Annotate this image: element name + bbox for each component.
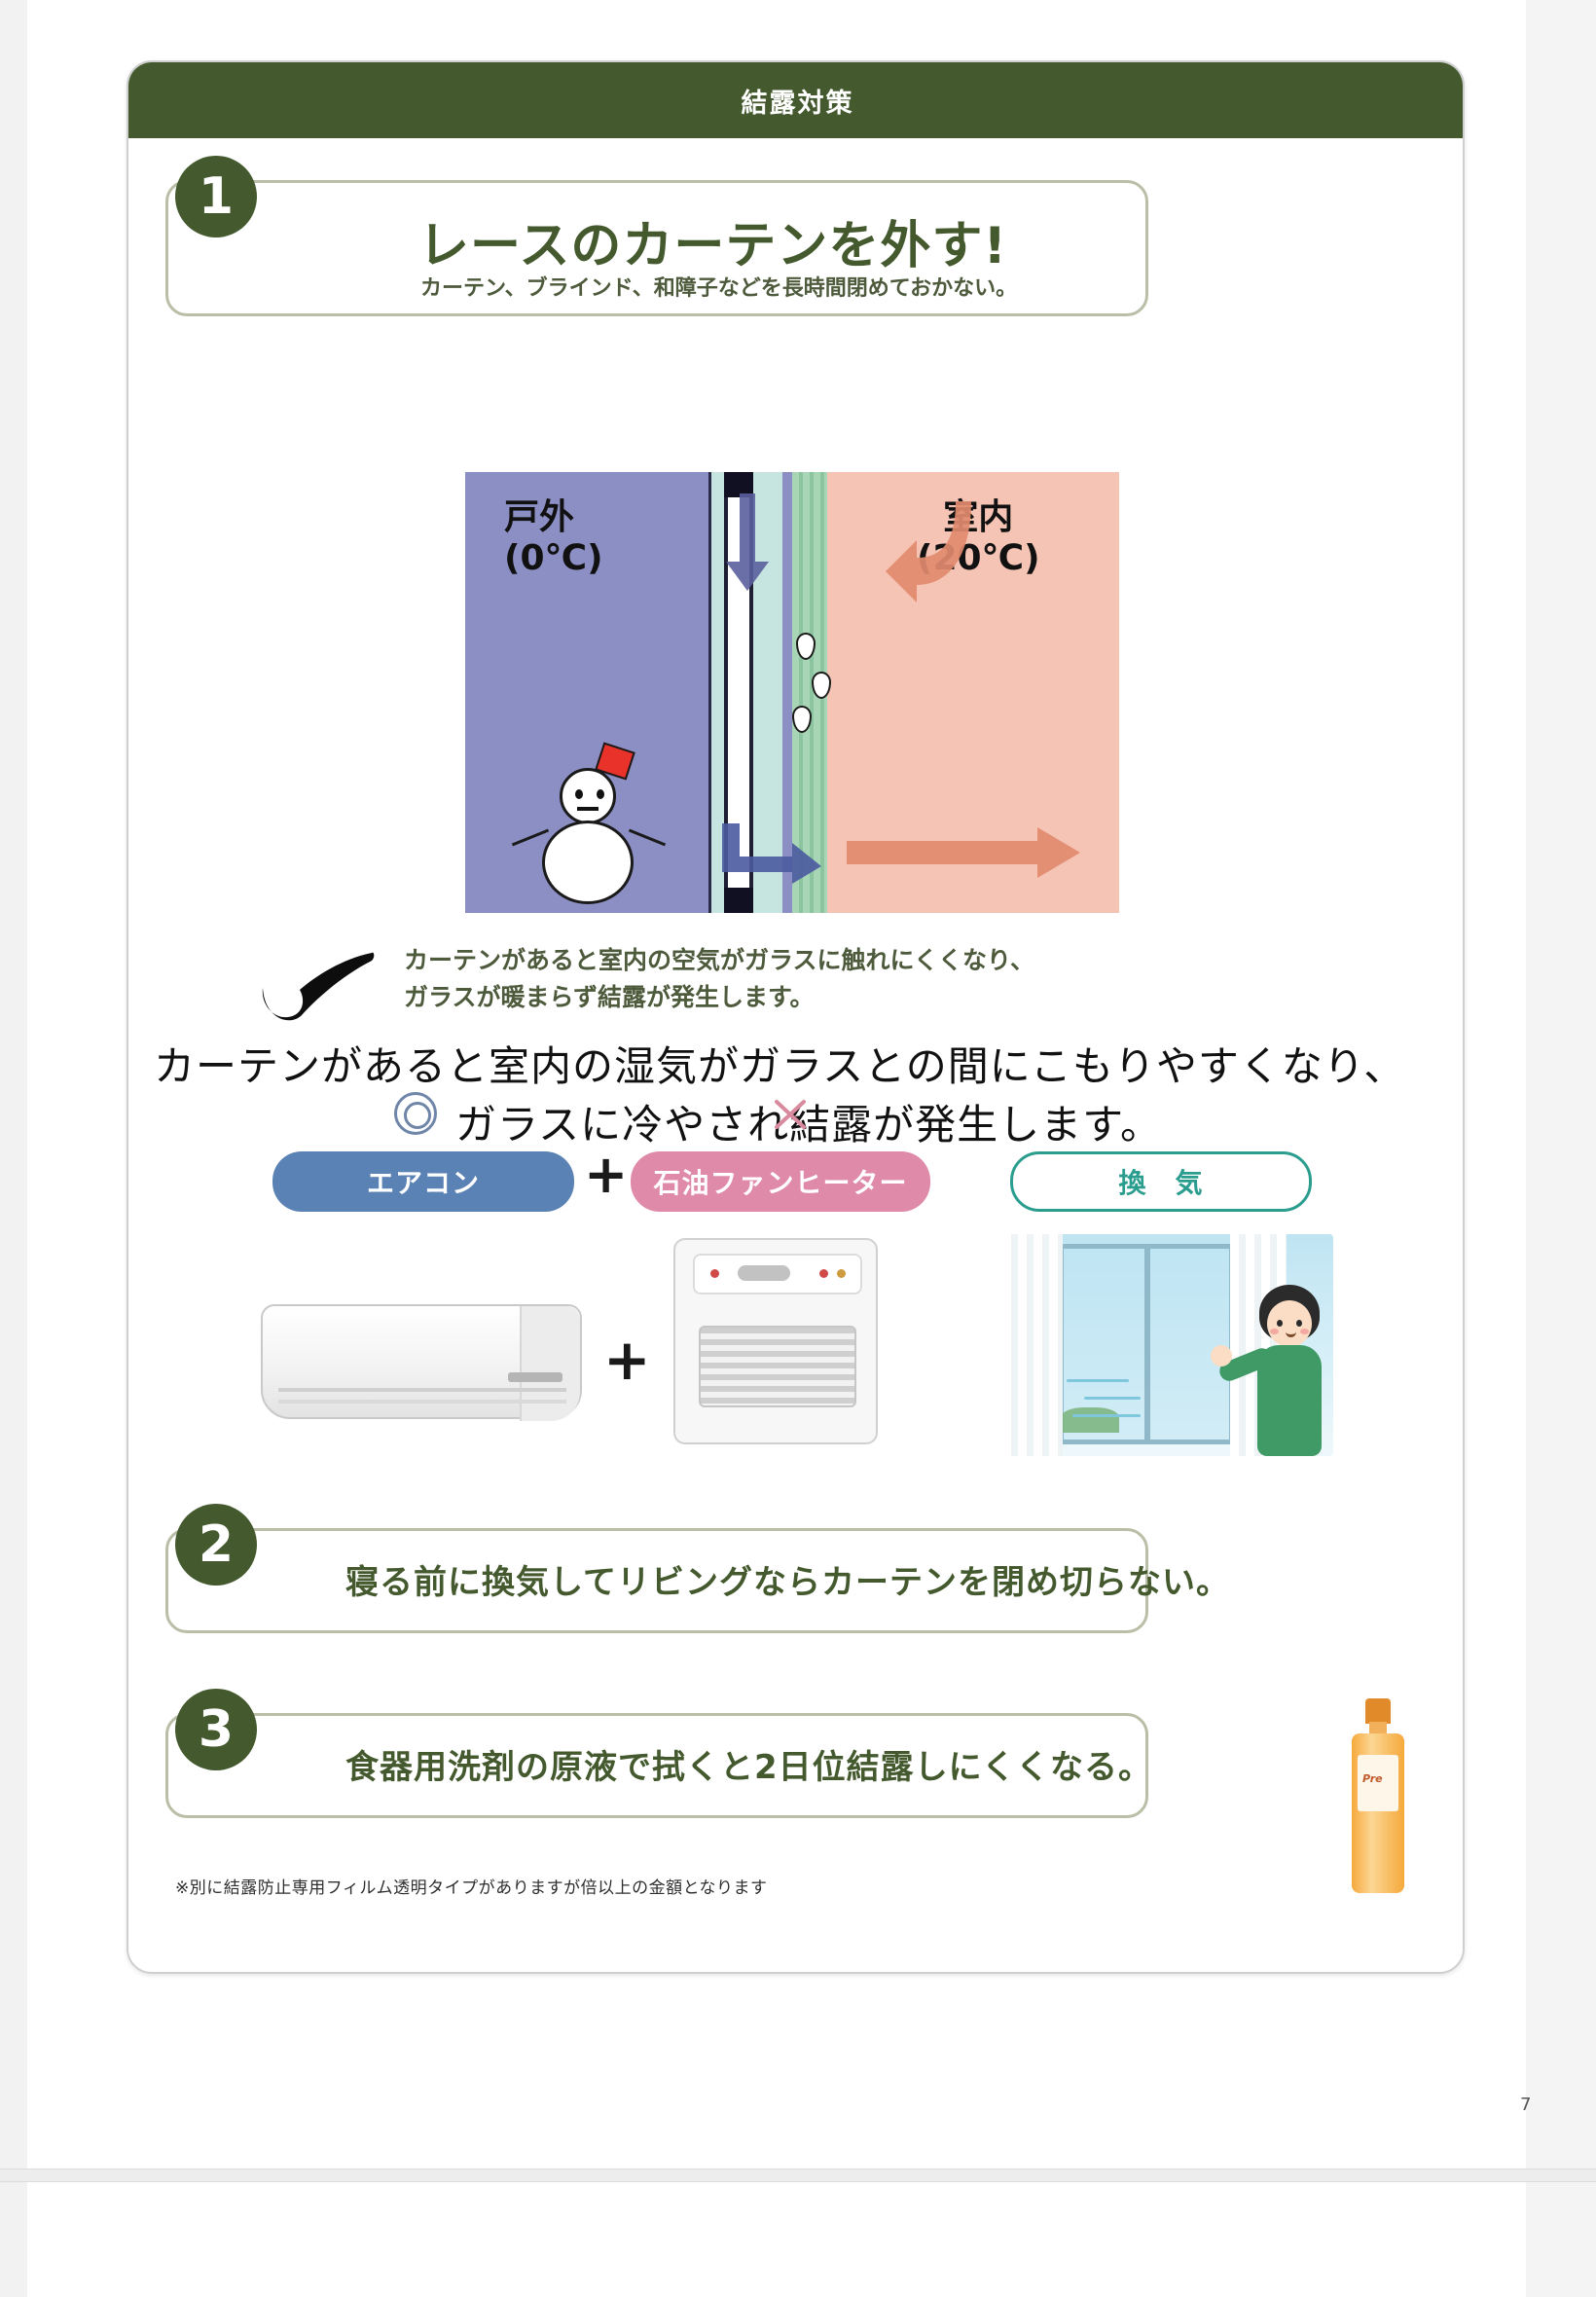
page-gutter-right	[1526, 0, 1596, 2169]
window-curtain-left	[1002, 1234, 1063, 1456]
annotation-line1: カーテンがあると室内の空気がガラスに触れにくくなり、	[404, 946, 1035, 974]
double-circle-mark-icon	[394, 1092, 437, 1135]
breeze-line-1	[1072, 1414, 1141, 1417]
step-3-number-badge: 3	[175, 1689, 257, 1770]
outdoor-grass	[1061, 1407, 1119, 1433]
heater-indicator-2	[819, 1269, 828, 1278]
warm-air-down-arrow-icon	[886, 501, 971, 602]
person-eye-right	[1296, 1320, 1302, 1327]
cold-air-down-arrow-icon	[726, 493, 769, 591]
person-eye-left	[1277, 1320, 1283, 1327]
step-3-title: 食器用洗剤の原液で拭くと2日位結露しにくくなる。	[345, 1748, 1152, 1787]
diagram-inner-glass	[753, 472, 782, 913]
person-opening-window-icon	[1211, 1285, 1333, 1456]
snowman-icon	[511, 735, 667, 905]
heater-knob	[738, 1265, 790, 1281]
page-separator	[0, 2169, 1596, 2182]
step-1-number-badge: 1	[175, 156, 257, 237]
diagram-air-gap	[782, 472, 792, 913]
plus-symbol-badges: +	[584, 1144, 629, 1205]
next-page-gutter-left	[0, 2182, 27, 2297]
strike-through-x-icon	[775, 1100, 806, 1129]
outside-label-line2: (0℃)	[504, 538, 603, 579]
badge-ventilation[interactable]: 換 気	[1010, 1151, 1312, 1212]
badge-air-conditioner[interactable]: エアコン	[272, 1151, 574, 1212]
bottle-neck	[1369, 1722, 1387, 1735]
dish-detergent-bottle-icon: Pre	[1348, 1698, 1408, 1893]
diagram-outside-label: 戸外 (0℃)	[504, 497, 603, 580]
ac-side-panel	[520, 1306, 580, 1421]
snowman-arm-right	[628, 828, 667, 847]
ac-vent-line-1	[278, 1388, 566, 1392]
person-cheek-left	[1270, 1329, 1279, 1334]
annotation-text: カーテンがあると室内の空気がガラスに触れにくくなり、 ガラスが暖まらず結露が発生…	[404, 942, 1034, 1015]
person-cheek-right	[1300, 1329, 1309, 1334]
content-card: 結露対策	[127, 60, 1465, 1974]
breeze-line-3	[1067, 1379, 1129, 1382]
step-2-title: 寝る前に換気してリビングならカーテンを閉め切らない。	[345, 1563, 1230, 1602]
step-3-box	[165, 1713, 1148, 1818]
snowman-arm-left	[511, 828, 550, 847]
air-conditioner-icon	[261, 1304, 582, 1421]
bottle-label-script: Pre	[1362, 1772, 1383, 1785]
person-face	[1267, 1300, 1312, 1347]
snowman-body	[542, 820, 634, 904]
next-page-gutter-right	[1526, 2182, 1596, 2297]
bottle-cap	[1365, 1698, 1391, 1724]
cold-air-curve-arrow-icon	[722, 823, 821, 884]
step-1-subtitle: カーテン、ブラインド、和障子などを長時間閉めておかない。	[420, 276, 1018, 301]
heater-indicator-1	[710, 1269, 719, 1278]
annotation-line2: ガラスが暖まらず結露が発生します。	[404, 982, 815, 1011]
step-2-number-badge: 2	[175, 1504, 257, 1586]
card-header: 結露対策	[128, 62, 1463, 138]
next-page-top	[0, 2182, 1596, 2297]
page-title: 結露対策	[741, 88, 854, 119]
overlay-correction-line2: ガラスに冷やされ結露が発生します。	[455, 1101, 1162, 1148]
window-mullion	[1144, 1244, 1150, 1444]
step-1-title: レースのカーテンを外す!	[418, 217, 1008, 275]
overlay-correction-line1: カーテンがあると室内の湿気がガラスとの間にこもりやすくなり、	[154, 1042, 1406, 1090]
ac-display-panel	[508, 1372, 562, 1382]
breeze-line-2	[1084, 1397, 1141, 1400]
outside-label-line1: 戸外	[504, 497, 575, 537]
warm-air-right-arrow-icon	[847, 827, 1080, 878]
bottle-label	[1358, 1755, 1398, 1811]
page-gutter-left	[0, 0, 27, 2169]
ac-vent-line-2	[278, 1400, 566, 1404]
footnote-text: ※別に結露防止専用フィルム透明タイプがありますが倍以上の金額となります	[175, 1878, 768, 1898]
page-number: 7	[1520, 2095, 1532, 2115]
step-2-box	[165, 1528, 1148, 1633]
heater-grill	[699, 1326, 856, 1407]
kerosene-fan-heater-icon	[673, 1238, 878, 1444]
person-mouth	[1286, 1331, 1296, 1337]
diagram-outside-region: 戸外 (0℃)	[465, 472, 708, 913]
snowman-head	[560, 768, 616, 824]
snowman-eye-right	[597, 789, 604, 799]
badge-kerosene-fan-heater[interactable]: 石油ファンヒーター	[631, 1151, 930, 1212]
heater-indicator-3	[837, 1269, 846, 1278]
diagram-inside-region: 室内 (20℃)	[827, 472, 1119, 913]
person-hand	[1211, 1345, 1232, 1367]
condensation-diagram: 戸外 (0℃) 室内 (20℃)	[465, 472, 1119, 913]
plus-symbol-illustrations: +	[603, 1327, 651, 1393]
check-mark-icon	[262, 952, 375, 1021]
open-window-ventilation-icon	[1002, 1234, 1333, 1456]
snowman-eye-left	[575, 789, 583, 799]
step-1-box	[165, 180, 1148, 316]
snowman-mouth	[577, 807, 598, 811]
diagram-outer-glass	[708, 472, 724, 913]
